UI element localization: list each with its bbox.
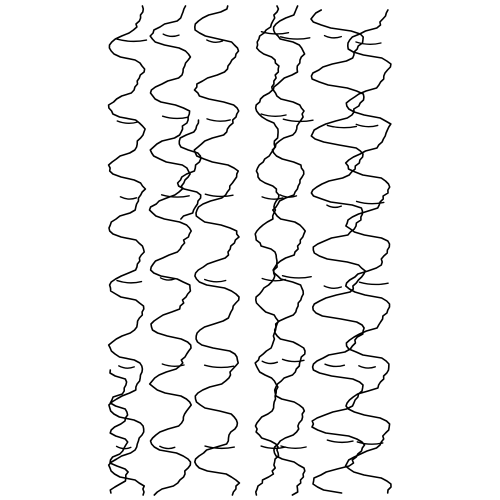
squiggle-col-1-crossbar (119, 196, 138, 200)
squiggle-col-4 (254, 5, 280, 496)
squiggle-col-1-crossbar (116, 38, 148, 43)
squiggle-col-5 (271, 5, 306, 496)
squiggle-col-6-crossbar (323, 285, 342, 289)
squiggle-col-7-crossbar (358, 281, 389, 286)
squiggle-col-3 (193, 5, 241, 496)
squiggle-col-3-crossbar (206, 118, 231, 122)
squiggle-col-6-crossbar (326, 204, 342, 209)
squiggle-col-5-crossbar (281, 358, 305, 363)
squiggle-col-3-crossbar (206, 39, 224, 43)
squiggle-col-2-crossbar (161, 363, 185, 367)
squiggle-col-6-crossbar (326, 124, 358, 129)
squiggle-col-5-crossbar (282, 118, 314, 123)
squiggle-col-6-crossbar (324, 363, 346, 368)
squiggle-col-4-crossbar (261, 196, 284, 200)
squiggle-col-9 (109, 369, 129, 494)
squiggle-col-3-crossbar (203, 364, 235, 369)
squiggle-col-6-crossbar (326, 439, 354, 444)
squiggle-col-6-crossbar (323, 34, 342, 39)
squiggle-col-6 (310, 9, 367, 494)
squiggle-col-7 (344, 9, 392, 494)
squiggle-col-3-crossbar (204, 193, 234, 198)
squiggle-col-2-crossbar (159, 445, 176, 450)
squiggle-col-5-crossbar (279, 194, 298, 198)
squiggle-col-7-crossbar (356, 441, 384, 445)
squiggle-col-2 (148, 5, 192, 496)
squiggle-strokes-group (107, 5, 392, 496)
squiggle-col-1-crossbar (118, 365, 135, 369)
squiggle-col-7-crossbar (358, 365, 376, 369)
squiggle-col-5-crossbar (281, 275, 312, 279)
squiggle-col-4-crossbar (261, 360, 279, 365)
squiggle-col-3-crossbar (204, 445, 235, 450)
squiggle-col-5-crossbar (280, 445, 307, 449)
squiggle-col-7-crossbar (355, 200, 385, 205)
squiggle-col-2-crossbar (160, 194, 190, 198)
squiggle-col-1-crossbar (116, 279, 143, 284)
squiggle-col-2-crossbar (161, 115, 189, 120)
squiggle-col-1-crossbar (116, 120, 139, 124)
squiggle-col-3-crossbar (204, 278, 227, 283)
squiggle-col-7-crossbar (355, 41, 382, 45)
squiggle-col-1 (107, 5, 147, 496)
squiggle-col-2-crossbar (162, 33, 180, 38)
squiggle-col-4-crossbar (260, 445, 286, 450)
squiggle-col-7-crossbar (355, 123, 379, 128)
squiggle-col-2-crossbar (159, 277, 176, 281)
squiggle-col-8 (176, 119, 202, 220)
squiggle-col-5-crossbar (279, 36, 311, 40)
squiggle-col-4-crossbar (260, 113, 287, 117)
